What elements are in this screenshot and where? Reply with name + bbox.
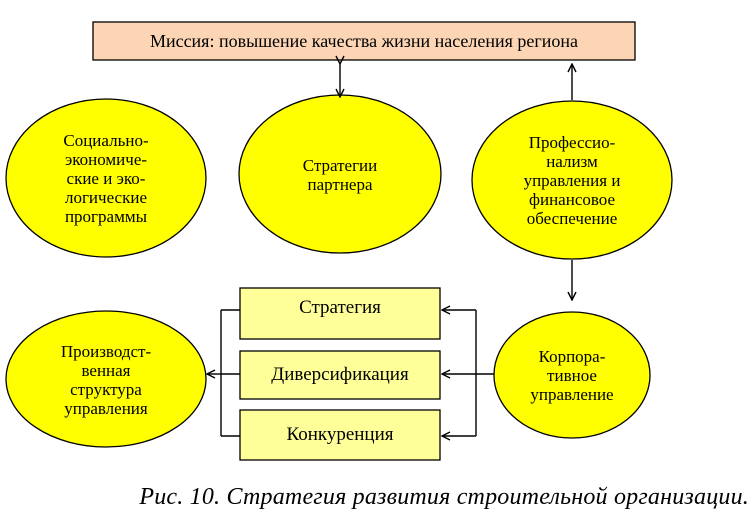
diversification-label: Диверсификация [271,364,409,385]
strategy-box [239,287,441,340]
mission-box [92,21,636,61]
professionalism-ellipse [471,100,673,260]
corporate-governance-label: Корпора- тивное управление [530,346,614,404]
competition-box [239,409,441,461]
figure-caption: Рис. 10. Стратегия развития строительной… [139,484,749,510]
social-programs-label: Социально- экономиче- ские и эко- логиче… [63,130,149,226]
production-structure-label: Производст- венная структура управления [60,342,152,418]
diversification-box [239,350,441,400]
partner-strategy-label: Стратегии партнера [302,156,378,194]
competition-label: Конкуренция [286,424,394,445]
social-programs-ellipse [5,98,207,258]
corporate-governance-ellipse [493,311,651,439]
mission-title: Миссия: повышение качества жизни населен… [149,30,579,51]
production-structure-ellipse [5,310,207,448]
professionalism-label: Профессио- нализм управления и финансово… [523,132,621,228]
strategy-label: Стратегия [299,297,381,318]
